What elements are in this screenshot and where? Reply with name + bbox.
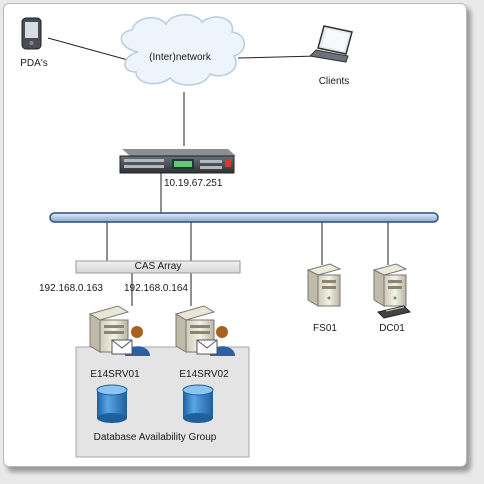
internetwork-label: (Inter)network — [149, 52, 211, 63]
exchange-server-icon-1 — [88, 305, 150, 356]
database-icon-2 — [182, 384, 214, 423]
link-pda-cloud — [47, 37, 129, 61]
database-icon-1 — [96, 384, 128, 423]
cas-array-bar — [75, 260, 241, 274]
ip-left-label: 192.168.0.163 — [39, 283, 103, 294]
connection-lines — [47, 37, 389, 306]
pda-label: PDA's — [20, 58, 48, 69]
exchange-server-icon-2 — [174, 305, 235, 356]
firewall-icon — [119, 149, 236, 174]
dag-label: Database Availability Group — [93, 432, 217, 443]
domain-controller-icon — [372, 263, 411, 319]
dc01-label: DC01 — [379, 323, 405, 334]
server2-label: E14SRV02 — [179, 369, 229, 380]
pda-icon — [21, 17, 42, 50]
cas-array-label: CAS Array — [134, 261, 182, 272]
network-bus — [49, 212, 439, 223]
firewall-ip-label: 10.19.67.251 — [164, 178, 223, 189]
ip-right-label: 192.168.0.164 — [124, 283, 188, 294]
file-server-icon — [306, 263, 342, 307]
clients-label: Clients — [318, 76, 350, 87]
fs01-label: FS01 — [313, 323, 337, 334]
laptop-icon — [308, 25, 353, 63]
link-cloud-clients — [237, 55, 319, 59]
cloud-shape — [120, 14, 245, 86]
server1-label: E14SRV01 — [90, 369, 140, 380]
